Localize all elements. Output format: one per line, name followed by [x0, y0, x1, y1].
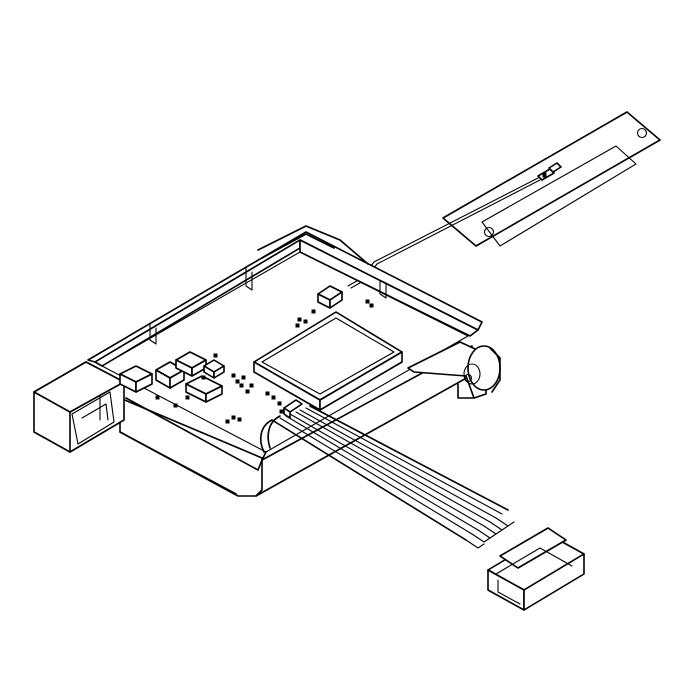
smd-components: [155, 299, 374, 424]
antenna-connector: [537, 162, 562, 181]
antenna-mount-hole: [636, 127, 648, 139]
antenna-board-connector: [317, 285, 343, 309]
chip: [253, 311, 403, 411]
components-left: [119, 351, 225, 403]
mounting-bracket: [407, 341, 501, 399]
antenna-board: [442, 111, 661, 247]
antenna-mount-hole: [483, 226, 495, 238]
ribbon-cable: [259, 405, 509, 541]
wire-harness-connector: [465, 517, 585, 611]
end-cap: [33, 361, 125, 453]
control-board-housing: [33, 225, 501, 497]
circuit-board: [119, 285, 403, 424]
